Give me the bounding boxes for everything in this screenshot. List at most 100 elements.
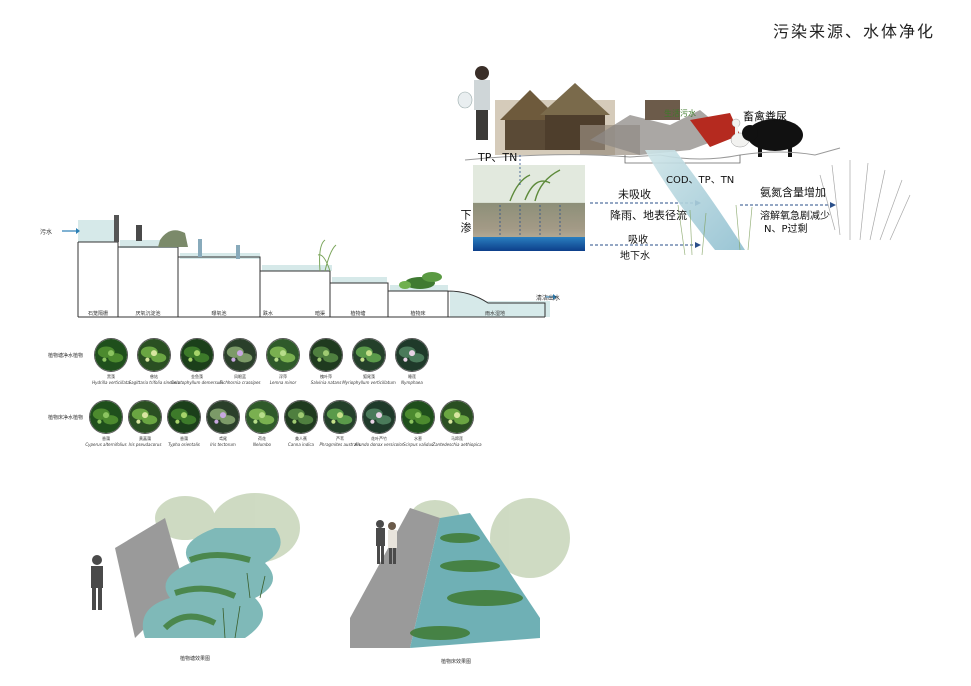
plant-pond-rendering (91, 493, 300, 639)
plant-latin-name: Typha orientalis (168, 442, 200, 447)
plant-latin-name: Eichhornia crassipes (219, 380, 261, 385)
plant-latin-name: Phragmites australis (319, 442, 361, 447)
plant-chinese-name: 槐叶萍 (320, 374, 332, 379)
plant-chinese-name: 鸢尾 (219, 436, 227, 441)
plant-chinese-name: 香蒲 (102, 436, 110, 441)
livestock-label: 畜禽粪尿 (743, 110, 787, 123)
pond-caption: 植物塘效果图 (179, 656, 211, 662)
plant-photo (167, 400, 201, 434)
plant-latin-name: Hydrilla verticillata (92, 380, 130, 385)
soil-layer (473, 202, 585, 240)
stream (645, 150, 745, 250)
section-plants (317, 239, 442, 289)
groundwater-label: 地下水 (620, 251, 650, 262)
plant-latin-name: Scirpus validus (402, 442, 434, 447)
gabion-structures (114, 215, 240, 259)
plant-chinese-name: 浮萍 (279, 374, 287, 379)
stage-anaerobic: 厌氧沉淀池 (135, 311, 161, 317)
plant-photo (206, 400, 240, 434)
plant-latin-name: Ceratophyllum demersum (170, 380, 224, 385)
stage-gabion: 石笼隔栅 (87, 311, 109, 317)
water-fills (78, 220, 550, 317)
plant-latin-name: Myriophyllum verticillatum (342, 380, 396, 385)
unabsorbed-label: 未吸收 (618, 188, 651, 201)
plant-photo (309, 338, 343, 372)
plant-photo (284, 400, 318, 434)
plant-latin-name: Sagittaria trifolia sinensis (128, 380, 180, 385)
plant-chinese-name: 狐尾藻 (363, 374, 375, 379)
plant-chinese-name: 黑藻 (107, 374, 115, 379)
plant-photo (362, 400, 396, 434)
red-outflow (690, 113, 740, 147)
plant-photo (89, 400, 123, 434)
plant-chinese-name: 荷花 (258, 436, 266, 441)
domestic-sewage-label: 生活污水 (664, 109, 696, 118)
seedling (509, 169, 561, 202)
plant-chinese-name: 慈姑 (150, 374, 158, 379)
plant-chinese-name: 凤眼蓝 (234, 374, 246, 379)
grass-layer (473, 165, 585, 203)
plant-chinese-name: 金鱼藻 (191, 374, 203, 379)
section-drawing (62, 215, 557, 318)
plant-photo (94, 338, 128, 372)
stage-culvert: 暗渠 (314, 311, 326, 317)
flow-arrows (590, 202, 830, 246)
plant-chinese-name: 香蒲 (180, 436, 188, 441)
plant-latin-name: Iris pseudacorus (128, 442, 162, 447)
plant-latin-name: Iris tectorum (210, 442, 236, 447)
sewage-pipe (645, 100, 680, 120)
plant-latin-name: Salvinia natans (310, 380, 342, 385)
person-figure (91, 555, 103, 610)
plant-latin-name: Lemna minor (269, 380, 297, 385)
tp-tn-label: TP、TN (478, 151, 518, 164)
groundwater-layer (473, 237, 585, 251)
pollution-diagram: TP、TN 生活污水 畜禽粪尿 COD、TP、TN 下渗 未吸收 降雨、地表径流… (440, 55, 940, 265)
plant-chinese-name: 芦苇 (336, 436, 344, 441)
plant-chinese-name: 睡莲 (408, 374, 416, 379)
plant-bed-rendering (350, 498, 570, 648)
seepage-arrows (499, 155, 561, 235)
pig-illustration (742, 119, 803, 157)
plant-photo (266, 338, 300, 372)
ground-line (464, 147, 841, 161)
plant-photo (180, 338, 214, 372)
plant-latin-name: Arundo donax versicolor (354, 442, 404, 447)
plant-photo (401, 400, 435, 434)
plant-photo (440, 400, 474, 434)
inlet-label: 污水 (40, 229, 53, 236)
grey-reeds (819, 160, 911, 241)
plant-photo (137, 338, 171, 372)
plant-latin-name: Cyperus alternifolius (85, 442, 127, 447)
pond-plants-title: 植物塘净水植物 (48, 353, 84, 359)
np-label: N、P过剩 (764, 224, 808, 235)
cod-label: COD、TP、TN (666, 175, 735, 186)
absorbed-label: 吸收 (628, 235, 648, 246)
pollution-illustration (457, 66, 911, 256)
stage-plant-pond: 植物塘 (350, 311, 366, 317)
plant-latin-name: Canna indica (288, 442, 314, 447)
page-title: 污染来源、水体净化 (772, 22, 935, 41)
runoff-label: 降雨、地表径流 (610, 209, 687, 222)
treatment-section-diagram: 污水 清洁出水 石笼隔栅 厌氧沉淀池 曝氧池 跌水 暗渠 植物塘 植物床 雨水湿… (40, 205, 560, 325)
bed-plants-title: 植物床净水植物 (48, 415, 84, 421)
seepage-label: 下渗 (459, 209, 472, 235)
plant-chinese-name: 水葱 (414, 436, 422, 441)
plant-photo (352, 338, 386, 372)
bed-caption: 植物床效果图 (440, 659, 472, 665)
plant-photo (395, 338, 429, 372)
farmer-figure (457, 66, 490, 140)
plant-latin-name: Nelumbo (253, 442, 271, 447)
stage-plant-bed: 植物床 (410, 311, 426, 317)
plant-chinese-name: 花叶芦竹 (371, 436, 387, 441)
ammonia-label: 氨氮含量增加 (760, 186, 826, 199)
stage-rain-wetland: 雨水湿地 (484, 311, 506, 317)
outlet-label: 清洁出水 (535, 295, 560, 302)
stage-cascade: 跌水 (262, 311, 274, 317)
plant-photo (128, 400, 162, 434)
plant-photo (323, 400, 357, 434)
plant-chinese-name: 黄菖蒲 (139, 436, 151, 441)
plant-latin-name: Nymphaea (401, 380, 423, 385)
plant-chinese-name: 美人蕉 (295, 436, 307, 441)
plant-latin-name: Zantedeschia aethiopica (432, 442, 482, 447)
stage-aeration: 曝氧池 (211, 311, 227, 317)
